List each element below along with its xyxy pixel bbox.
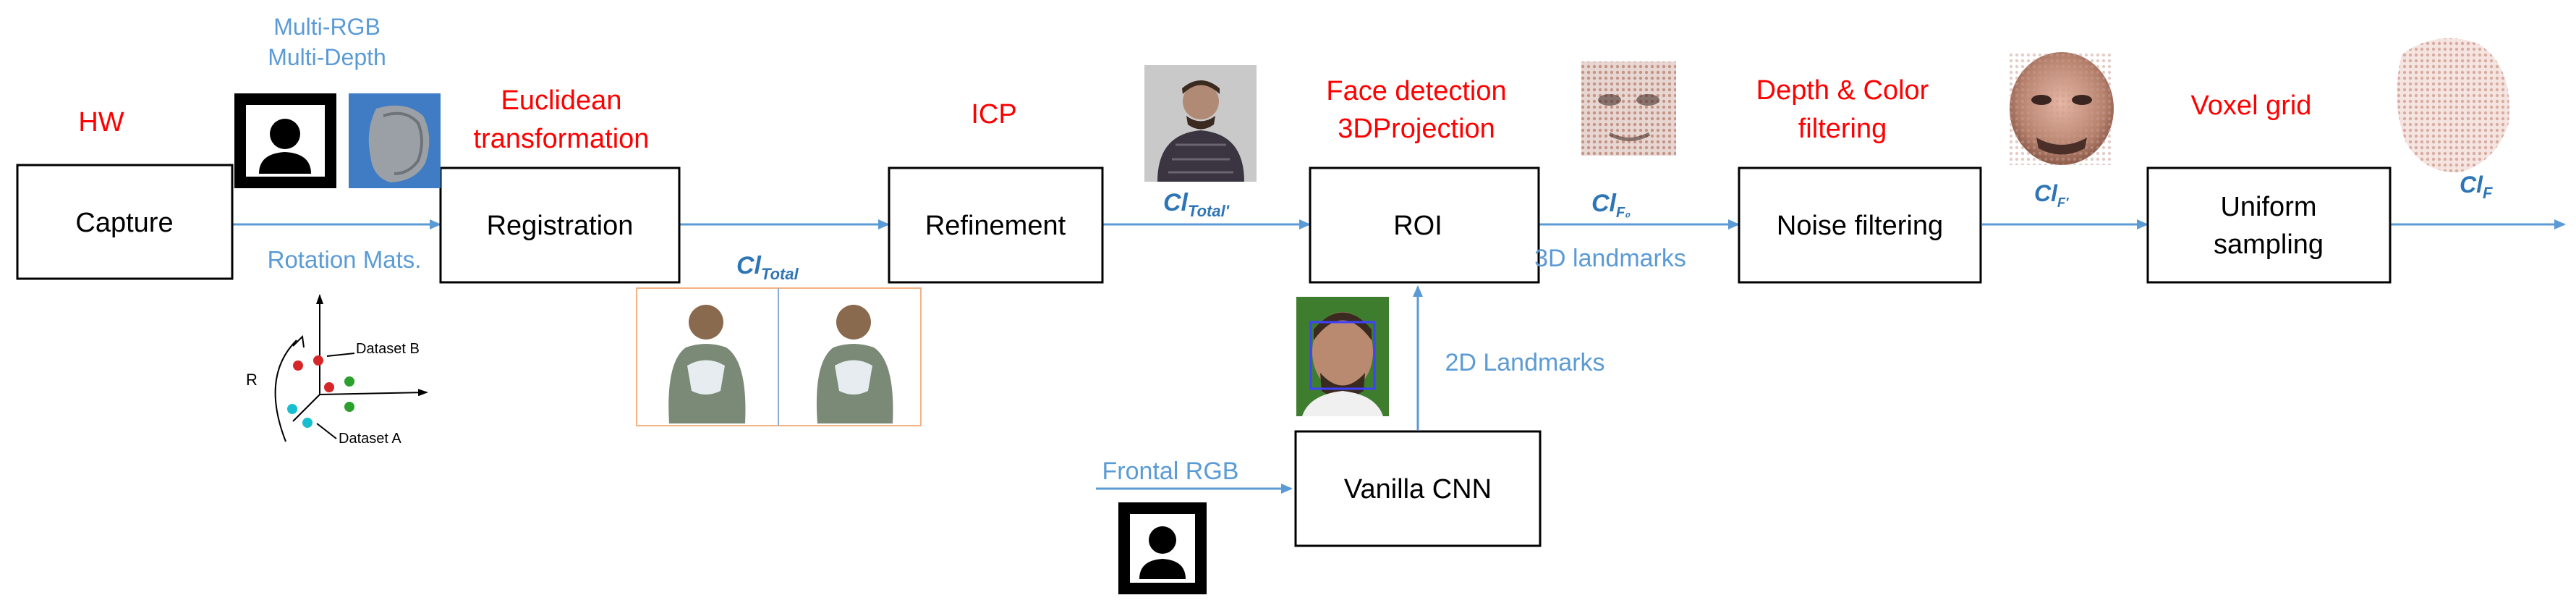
multi-rgb-label: Multi-RGB <box>273 14 381 40</box>
face-pointcloud-fprime <box>2010 52 2114 165</box>
face-detection-label-2: 3DProjection <box>1338 114 1495 144</box>
cl-f-prime-label: ClF′ <box>2034 180 2069 210</box>
face-photo-thumbnail <box>1144 65 1257 182</box>
person-portrait-icon <box>234 93 336 188</box>
cl-total-prime-label: ClTotal' <box>1163 189 1230 220</box>
point-cyan-1 <box>287 404 297 414</box>
depth-face-scan-icon <box>349 93 441 188</box>
cl-total-label: ClTotal <box>736 252 799 283</box>
detected-face-photo <box>1296 297 1389 416</box>
noise-filtering-label: Noise filtering <box>1777 211 1943 241</box>
icp-label: ICP <box>971 99 1016 130</box>
capture-label: Capture <box>75 208 173 238</box>
cl-f0-label: ClF₀ <box>1591 190 1631 221</box>
rotation-mats-label: Rotation Mats. <box>268 246 422 273</box>
registration-box: Registration <box>439 166 681 284</box>
r-label: R <box>246 371 258 389</box>
refinement-box: Refinement <box>888 166 1104 284</box>
noise-filtering-box: Noise filtering <box>1738 166 1982 284</box>
uniform-sampling-box: Uniform sampling <box>2146 166 2392 284</box>
uniform-label-line1: Uniform <box>2220 192 2316 222</box>
roi-box: ROI <box>1309 166 1540 284</box>
registration-label: Registration <box>487 211 634 241</box>
vanilla-cnn-box: Vanilla CNN <box>1294 430 1542 547</box>
point-red-2 <box>313 355 323 366</box>
uniform-label-line2: sampling <box>2214 229 2324 260</box>
multi-depth-label: Multi-Depth <box>268 44 386 70</box>
dataset-b-label: Dataset B <box>356 341 420 357</box>
point-green-1 <box>344 376 354 387</box>
capture-box: Capture <box>16 164 234 280</box>
depth-color-label-2: filtering <box>1798 114 1887 144</box>
point-red-1 <box>293 360 303 371</box>
refinement-label: Refinement <box>925 211 1066 241</box>
face-pointcloud-final <box>2397 38 2509 173</box>
landmarks-2d-label: 2D Landmarks <box>1445 349 1604 376</box>
vanilla-cnn-label: Vanilla CNN <box>1344 474 1492 505</box>
euclidean-label-1: Euclidean <box>501 85 622 116</box>
euclidean-label-2: transformation <box>474 124 650 154</box>
face-detection-label-1: Face detection <box>1326 76 1506 106</box>
face-pointcloud-f0 <box>1581 62 1676 156</box>
point-green-2 <box>344 402 354 412</box>
voxel-grid-label: Voxel grid <box>2191 90 2312 121</box>
cl-f-label: ClF <box>2460 172 2493 202</box>
pointcloud-thumbnail <box>636 287 922 426</box>
roi-label: ROI <box>1393 211 1442 241</box>
point-red-3 <box>324 382 334 392</box>
landmarks-3d-label: 3D landmarks <box>1534 245 1686 272</box>
person-portrait-icon-bottom <box>1118 502 1207 594</box>
point-cyan-2 <box>302 418 313 428</box>
dataset-a-label: Dataset A <box>339 431 401 447</box>
rotation-diagram <box>274 294 428 442</box>
hw-label: HW <box>78 107 124 138</box>
frontal-rgb-label: Frontal RGB <box>1102 457 1239 485</box>
depth-color-label-1: Depth & Color <box>1756 75 1929 106</box>
